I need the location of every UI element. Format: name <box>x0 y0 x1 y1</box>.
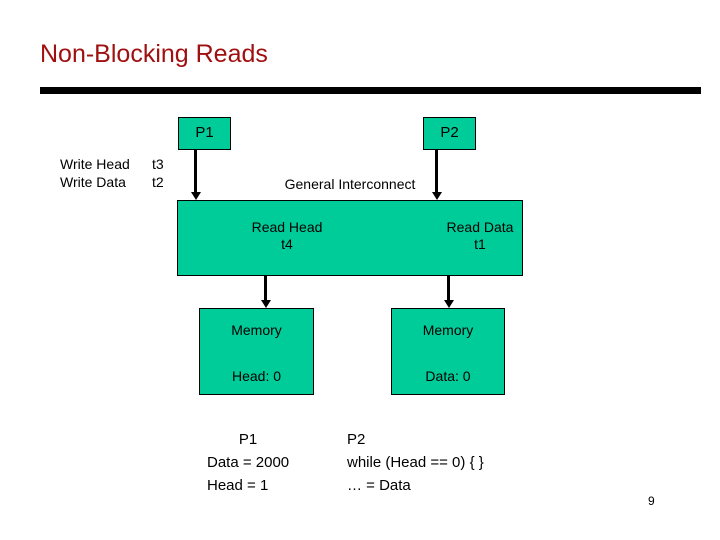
code-p2-header: P2 <box>347 431 366 448</box>
code-block-p2: P2 while (Head == 0) { } … = Data <box>347 428 484 497</box>
memory-data-box[interactable]: Memory Data: 0 <box>391 308 505 395</box>
write-annotation-time: t2 <box>152 174 164 190</box>
write-annotation-row: Write Data t2 <box>60 173 164 191</box>
processor-p1-label: P1 <box>195 124 214 142</box>
memory-data-value: Data: 0 <box>425 368 471 384</box>
title-divider <box>40 87 701 94</box>
code-p1-header: P1 <box>238 431 258 448</box>
code-block-p1: P1 Data = 2000 Head = 1 <box>207 428 289 497</box>
memory-head-value: Head: 0 <box>231 368 282 384</box>
write-annotation-row: Write Head t3 <box>60 155 164 173</box>
write-annotation-name: Write Head <box>60 156 130 172</box>
interconnect-read-data-op: Read Data t1 <box>446 219 514 252</box>
processor-p2-label: P2 <box>440 124 459 142</box>
memory-data-title: Memory <box>422 321 474 338</box>
write-annotations: Write Head t3 Write Data t2 <box>60 155 164 191</box>
interconnect-box[interactable]: Read Head t4 Read Data t1 <box>177 200 523 276</box>
page-number: 9 <box>648 494 655 508</box>
code-p1-line: Data = 2000 <box>207 454 290 471</box>
write-annotation-name: Write Data <box>60 174 126 190</box>
code-p2-line: while (Head == 0) { } <box>347 454 484 471</box>
interconnect-read-head-op: Read Head t4 <box>251 219 323 252</box>
write-annotation-time: t3 <box>152 156 164 172</box>
code-p1-line: Head = 1 <box>207 477 269 494</box>
processor-p2-box[interactable]: P2 <box>423 117 476 150</box>
memory-head-box[interactable]: Memory Head: 0 <box>199 308 314 395</box>
code-p2-line: … = Data <box>347 477 411 494</box>
processor-p1-box[interactable]: P1 <box>178 117 231 150</box>
memory-head-title: Memory <box>231 321 282 338</box>
page-title: Non-Blocking Reads <box>40 40 268 68</box>
interconnect-caption: General Interconnect <box>284 176 416 192</box>
